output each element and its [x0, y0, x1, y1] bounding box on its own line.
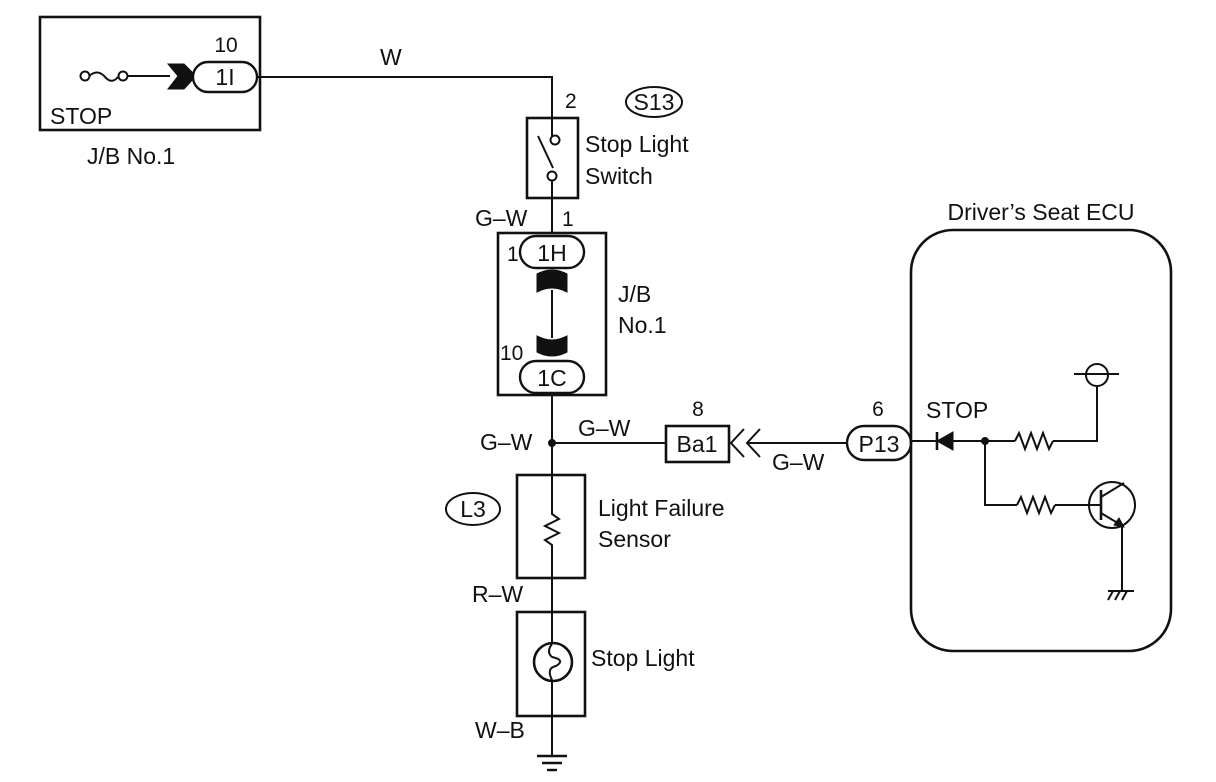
- jb-top-label: J/B No.1: [87, 143, 175, 169]
- p13-connector: 6 P13: [845, 398, 913, 462]
- light-failure-sensor: L3 Light Failure Sensor: [445, 473, 725, 580]
- switch-pin-in: 2: [565, 90, 577, 113]
- wire-w-label: W: [380, 44, 402, 70]
- wire-wb-label: W–B: [475, 717, 525, 743]
- jb-mid-label-line2: No.1: [618, 312, 667, 338]
- wire-gw-junction-right-label: G–W: [578, 415, 631, 441]
- fuse-icon: [79, 70, 170, 82]
- power-supply-icon: [1074, 363, 1119, 387]
- jb-top-component: 1I 10 STOP J/B No.1: [38, 15, 262, 169]
- stop-light-name: Stop Light: [591, 645, 695, 671]
- resistor-icon: [542, 475, 562, 578]
- connector-1h: [518, 234, 586, 270]
- switch-name-line1: Stop Light: [585, 131, 689, 157]
- stop-light: Stop Light: [515, 610, 695, 718]
- connector-wedge-icon: [536, 335, 568, 357]
- wire-gw-junction-left-label: G–W: [480, 429, 533, 455]
- sensor-name-line2: Sensor: [598, 526, 671, 552]
- bulb-icon: [532, 641, 574, 683]
- jb-mid-component: 1 1H 10 1C J/B No.1: [496, 231, 667, 397]
- fuse-label: STOP: [50, 103, 112, 129]
- ba1-label: Ba1: [677, 431, 718, 457]
- drivers-seat-ecu: Driver’s Seat ECU STOP: [909, 199, 1173, 653]
- jb-top-box: [38, 15, 262, 132]
- wire-gw-to-ecu-label: G–W: [772, 449, 825, 475]
- connector-1i-pin: 10: [214, 34, 237, 57]
- switch-icon: [537, 118, 561, 198]
- transistor-icon: [1088, 481, 1136, 529]
- connector-1h-label: 1H: [537, 240, 566, 266]
- p13-label: P13: [859, 431, 900, 457]
- ground-icon: [537, 754, 567, 772]
- ba1-box: [664, 424, 731, 464]
- switch-code-badge: [625, 86, 683, 118]
- diode-icon: [935, 431, 954, 451]
- connector-chevron-icon: [729, 428, 745, 458]
- sensor-code: L3: [460, 496, 486, 522]
- connector-1i-label: 1I: [215, 64, 234, 90]
- sensor-code-badge: [445, 492, 501, 526]
- connector-1h-pin: 1: [507, 243, 519, 266]
- switch-name-line2: Switch: [585, 163, 653, 189]
- connector-1c-pin: 10: [500, 342, 523, 365]
- connector-wedge-icon: [536, 269, 568, 293]
- resistor-icon: [1016, 494, 1056, 516]
- switch-pin-out: 1: [562, 208, 574, 231]
- connector-wedge-icon: [166, 63, 197, 90]
- switch-code: S13: [634, 89, 675, 115]
- connector-1c: [518, 359, 586, 395]
- jb-mid-label-line1: J/B: [618, 281, 651, 307]
- wire-gw-switch-label: G–W: [475, 205, 528, 231]
- resistor-icon: [1014, 430, 1054, 452]
- ba1-connector: 8 Ba1: [664, 398, 761, 464]
- chassis-ground-icon: [1107, 590, 1134, 601]
- ba1-pin: 8: [692, 398, 704, 421]
- p13-pin: 6: [872, 398, 884, 421]
- wire-rw-label: R–W: [472, 581, 523, 607]
- sensor-name-line1: Light Failure: [598, 495, 725, 521]
- connector-1c-label: 1C: [537, 365, 566, 391]
- ecu-terminal-stop: STOP: [926, 397, 988, 423]
- wire-w: [257, 76, 553, 118]
- ecu-title: Driver’s Seat ECU: [947, 199, 1134, 225]
